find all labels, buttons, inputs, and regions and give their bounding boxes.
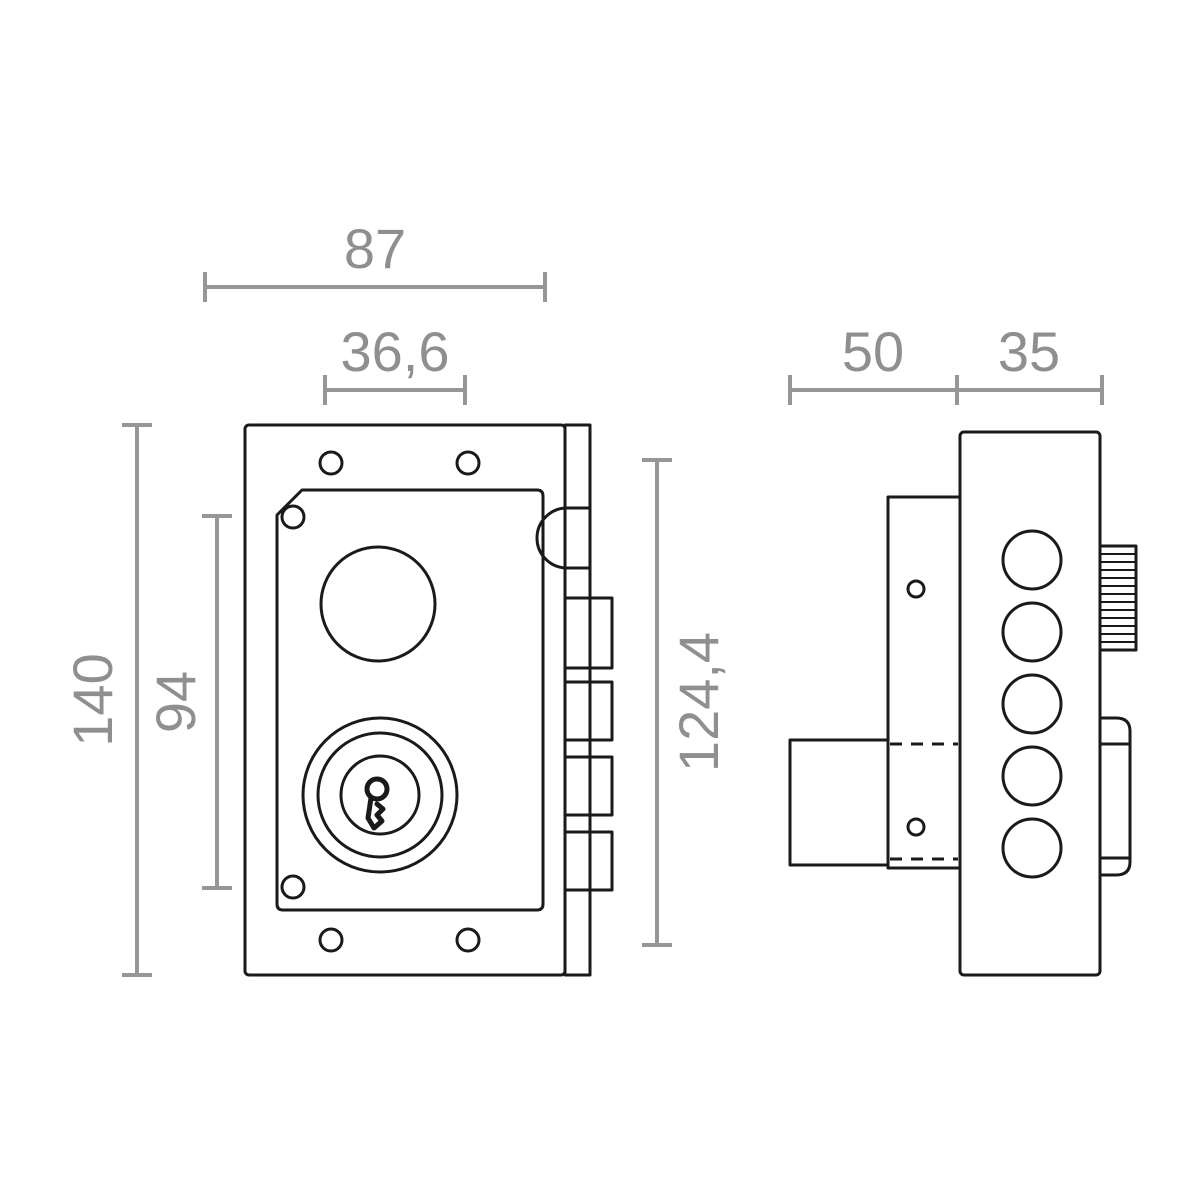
dim-label-depth-body: 35 <box>998 320 1060 383</box>
latch-bolt <box>535 506 592 570</box>
dimensions-front: 87 36,6 140 94 124,4 <box>61 217 730 977</box>
keyhole-bow <box>364 776 390 802</box>
button-3 <box>1001 673 1063 735</box>
button-2 <box>1001 601 1063 663</box>
deadbolt-2 <box>588 680 614 742</box>
dim-label-height-plate: 94 <box>144 671 207 733</box>
screw-hole-top-right <box>455 450 481 476</box>
button-5 <box>1001 817 1063 879</box>
keyhole-icon <box>364 776 390 831</box>
button-4 <box>1001 745 1063 807</box>
strike-piece <box>1098 716 1132 877</box>
cylinder-inner-ring <box>339 754 421 836</box>
front-view <box>243 423 614 977</box>
dim-label-height-total: 140 <box>61 653 124 746</box>
dim-label-width-total: 87 <box>344 217 406 280</box>
cylinder-middle-ring <box>316 731 444 859</box>
side-body <box>958 430 1102 977</box>
deadbolt-1 <box>588 596 614 670</box>
button-column <box>1001 529 1063 879</box>
screw-hole-bottom-right <box>455 927 481 953</box>
plate-screw-bottom <box>280 874 306 900</box>
knob-outline <box>1098 544 1138 652</box>
plate-hole-bottom <box>906 817 926 837</box>
latch-curve <box>535 506 569 570</box>
dim-label-depth-bolt: 50 <box>842 320 904 383</box>
deadbolt-4 <box>588 830 614 892</box>
dimensions-side: 50 35 <box>788 320 1104 405</box>
keyhole-bit <box>365 795 386 831</box>
handle-hole <box>319 545 437 663</box>
plate-hole-top <box>906 579 926 599</box>
dim-label-width-inner: 36,6 <box>341 320 450 383</box>
strike-outline <box>1098 716 1132 877</box>
plate-screw-top <box>280 504 306 530</box>
cover-plate <box>275 488 545 912</box>
side-deadbolt <box>788 738 890 867</box>
deadbolts <box>563 596 614 892</box>
dim-label-height-case: 124,4 <box>667 632 730 772</box>
cylinder-outer-ring <box>301 716 459 874</box>
screw-hole-bottom-left <box>318 927 344 953</box>
side-view <box>788 430 1138 977</box>
deadbolt-3 <box>588 755 614 817</box>
thumb-knob <box>1098 544 1138 652</box>
button-1 <box>1001 529 1063 591</box>
mounting-plate <box>886 495 962 870</box>
screw-hole-top-left <box>318 450 344 476</box>
